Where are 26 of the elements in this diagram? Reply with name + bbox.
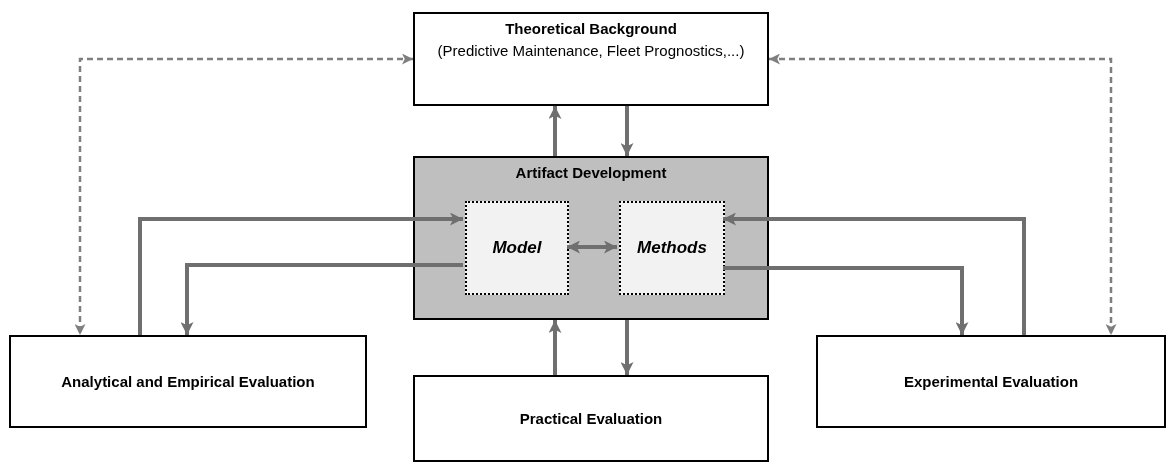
dashed-arrow (769, 53, 1117, 335)
arrow (180, 263, 463, 335)
node-title: Model (491, 236, 543, 259)
process-box (413, 375, 769, 462)
node-title: Methods (636, 236, 708, 259)
arrow (620, 320, 634, 375)
process-box (816, 335, 1166, 428)
process-box (413, 12, 769, 106)
inner-box (619, 201, 725, 295)
container-box (413, 156, 769, 320)
arrow (548, 320, 562, 375)
node-text: (Predictive Maintenance, Fleet Prognostics,...) (436, 40, 746, 61)
arrow (548, 106, 562, 156)
process-box (9, 335, 367, 428)
node-title: Analytical and Empirical Evaluation (60, 371, 316, 392)
node-title: Practical Evaluation (518, 408, 664, 429)
node-title: Theoretical Background (504, 19, 678, 39)
inner-box (465, 201, 569, 295)
node-title: Experimental Evaluation (902, 371, 1080, 392)
arrow (567, 240, 617, 254)
arrow (723, 266, 969, 335)
arrow (138, 212, 463, 335)
arrow (723, 212, 1026, 335)
node-title: Artifact Development (514, 163, 668, 183)
dashed-arrow (74, 53, 413, 335)
arrow (620, 106, 634, 156)
